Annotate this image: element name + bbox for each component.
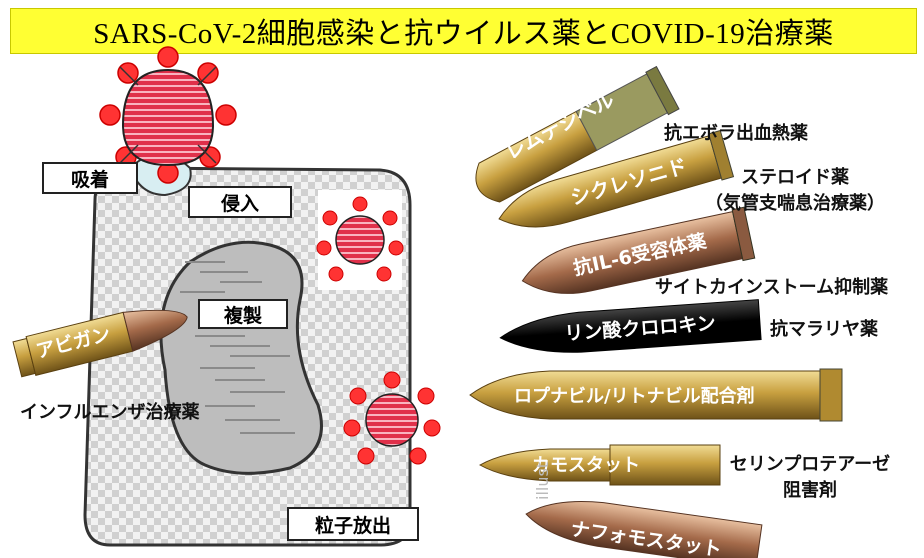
page-title: SARS-CoV-2細胞感染と抗ウイルス薬とCOVID-19治療薬 [93,18,834,50]
virus-top [99,46,237,184]
indication-chloroquine: 抗マラリヤ薬 [770,319,878,340]
indication-ciclesonide-line1: ステロイド薬 [741,167,849,188]
bullet-nafamostat [525,500,763,558]
bullet-chloroquine [499,299,762,353]
drug-name-lopinavir: ロプナビル/リトナビル配合剤 [514,385,755,407]
bullet-il6 [521,206,756,294]
bullet-camostat [478,444,721,486]
stage-adsorption-label: 吸着 [42,162,138,194]
bullet-lopinavir [469,368,843,422]
title-banner: SARS-CoV-2細胞感染と抗ウイルス薬とCOVID-19治療薬 [10,8,917,54]
stage-replication-label: 複製 [198,299,288,329]
indication-il6: サイトカインストーム抑制薬 [655,277,889,298]
drug-name-camostat: カモスタット [532,455,640,476]
bullet-ciclesonide [498,129,735,228]
indication-avigan: インフルエンザ治療薬 [20,402,200,423]
indication-ciclesonide-line2: （気管支喘息治療薬） [705,193,885,214]
avigan-bullet [12,309,188,378]
indication-remdesivir: 抗エボラ出血熱薬 [664,123,808,144]
indication-camostat-line1: セリンプロテアーゼ [729,454,891,475]
virus-bottom [343,371,441,465]
indication-camostat: セリンプロテアーゼ 阻害剤 [715,450,905,502]
indication-ciclesonide: ステロイド薬 （気管支喘息治療薬） [685,163,905,215]
stage-entry-label: 侵入 [188,186,292,218]
indication-camostat-line2: 阻害剤 [783,480,837,501]
stage-release-label: 粒子放出 [287,507,419,541]
watermark-text: illust [533,462,552,500]
bullet-remdesivir [475,65,680,203]
virus-middle [316,190,404,290]
